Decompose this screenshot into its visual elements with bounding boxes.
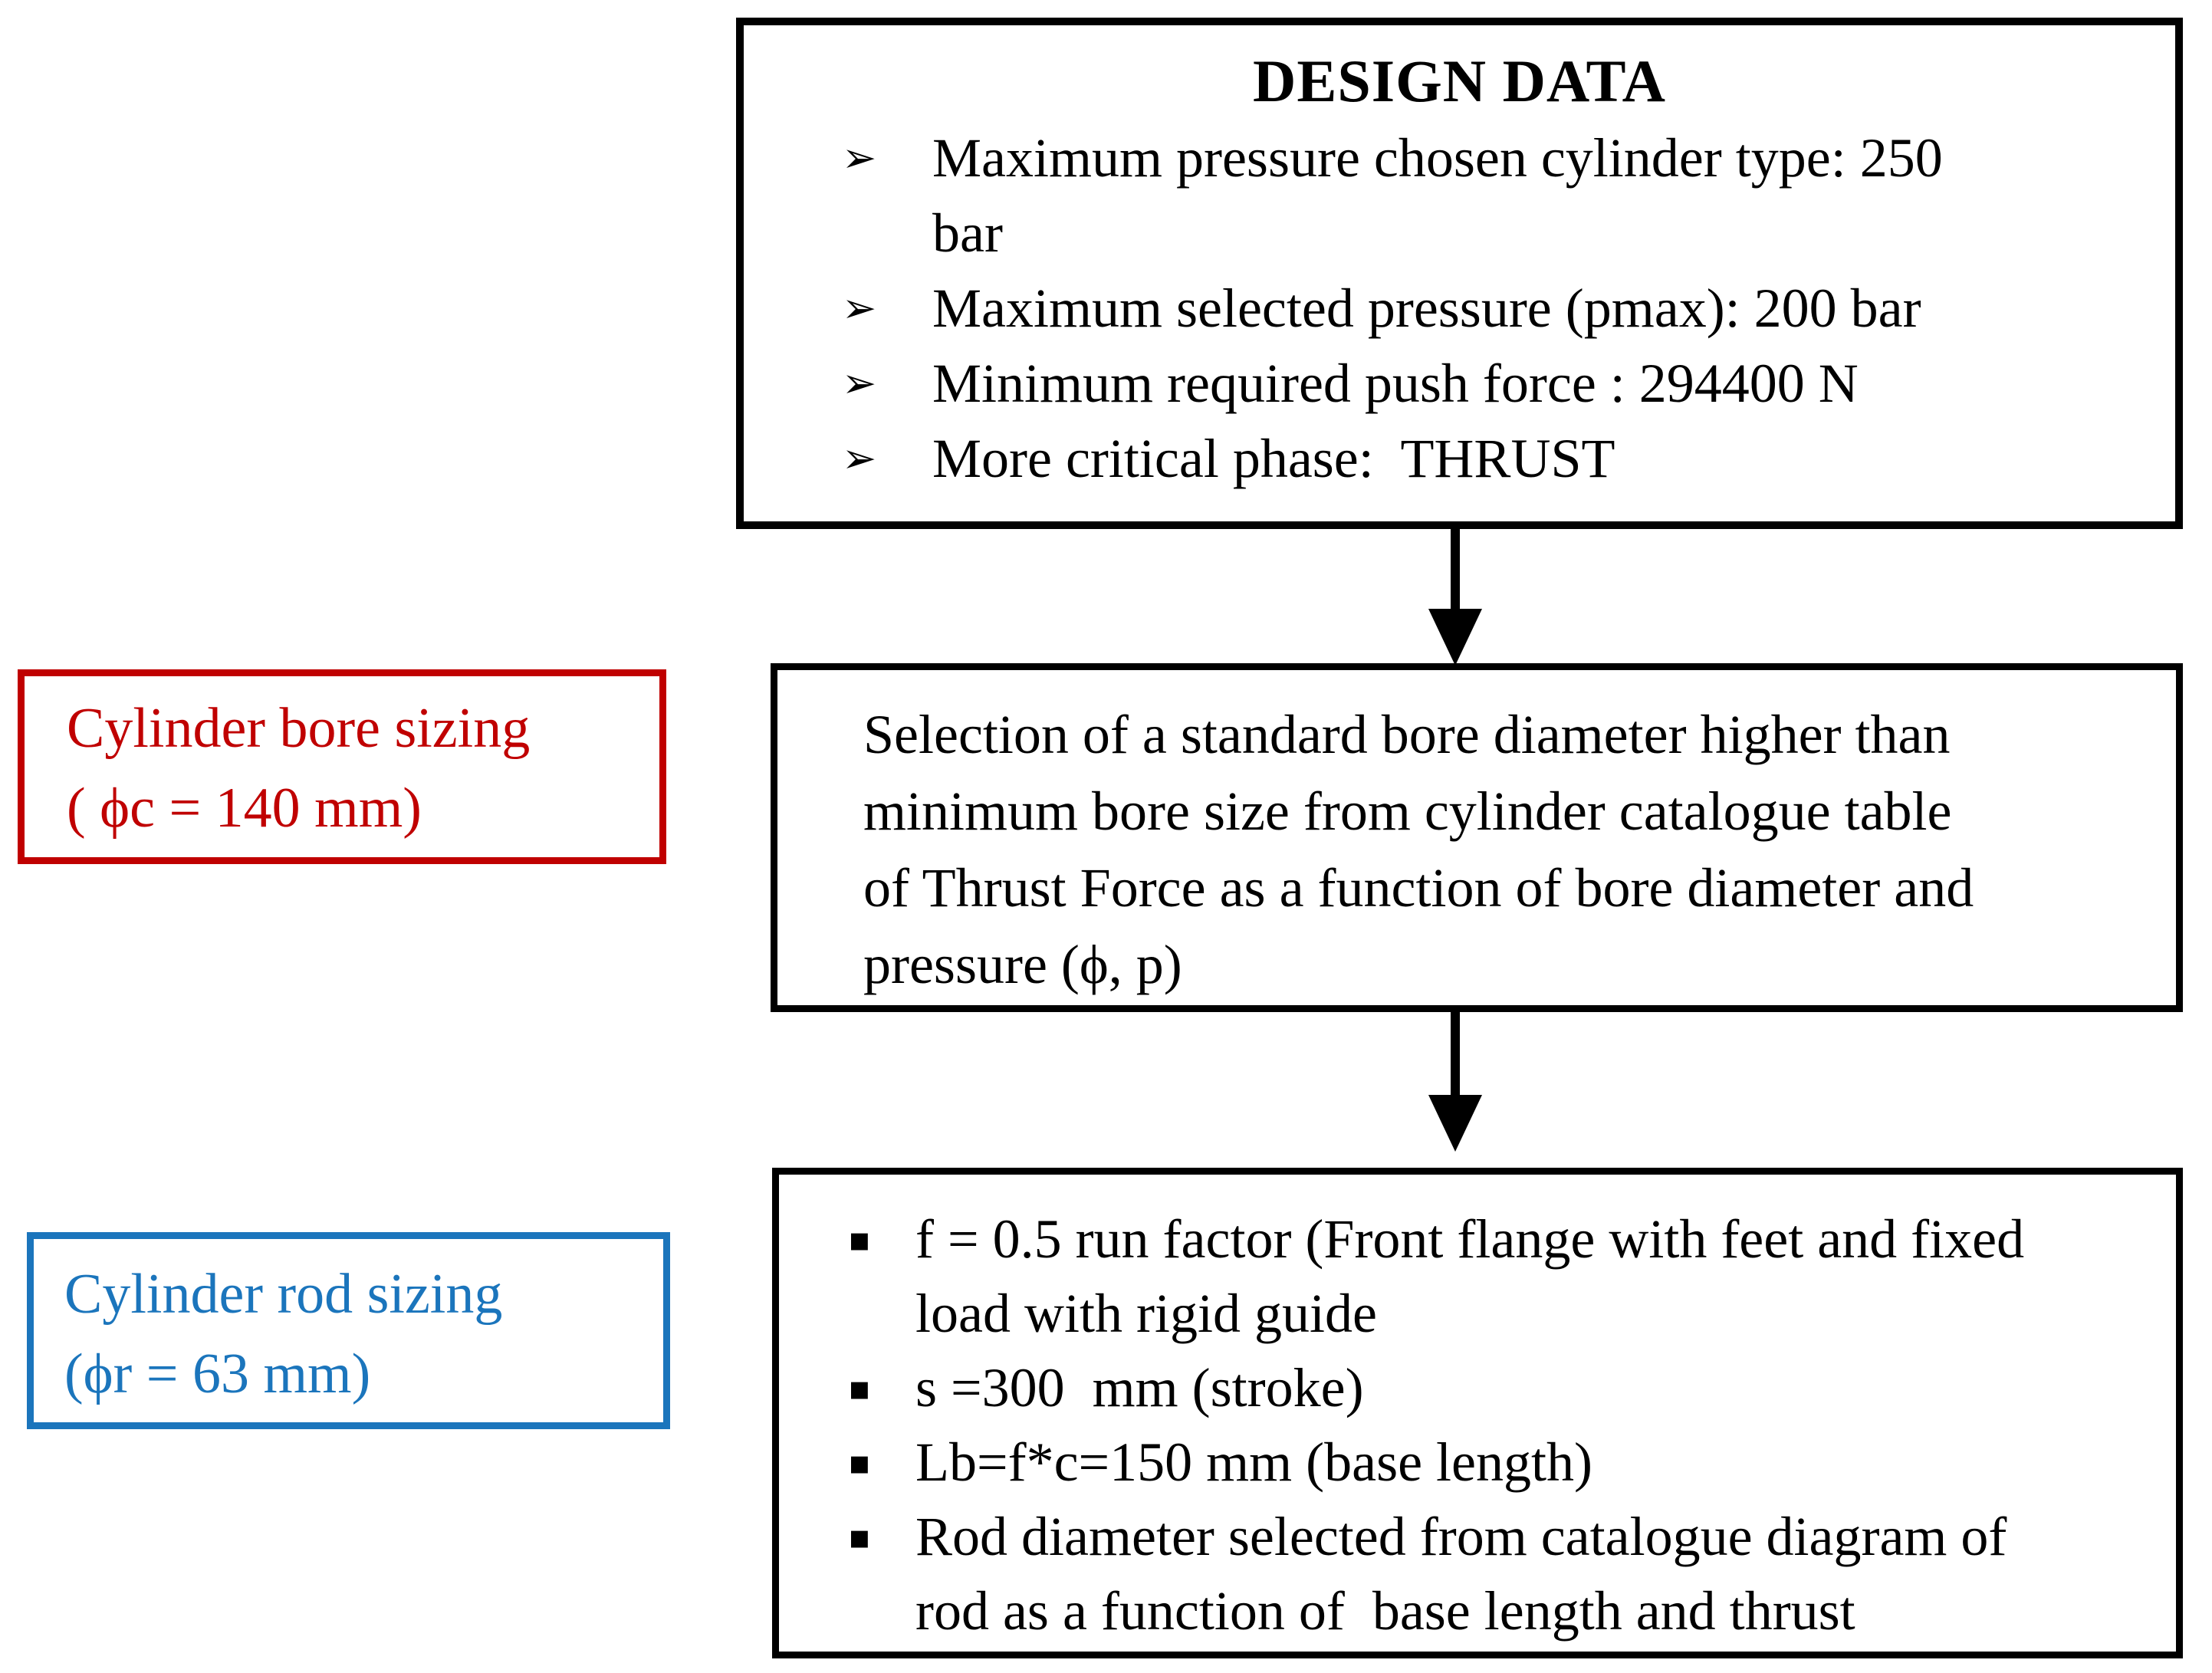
- design-data-item-text: Maximum pressure chosen cylinder type: 2…: [932, 120, 2152, 271]
- rod-sizing-data-box: ▪ f = 0.5 run factor (Front flange with …: [772, 1168, 2183, 1658]
- cylinder-rod-sizing-label-box: Cylinder rod sizing (ϕr = 63 mm): [27, 1232, 670, 1429]
- design-data-item-text: Minimum required push force : 294400 N: [932, 346, 2152, 421]
- down-arrow-2-shaft: [1451, 1009, 1460, 1098]
- text-line: ( ϕc = 140 mm): [67, 777, 422, 840]
- text-line: rod as a function of base length and thr…: [915, 1580, 1855, 1642]
- text-line: minimum bore size from cylinder catalogu…: [863, 781, 1952, 842]
- text-line: load with rigid guide: [915, 1283, 1377, 1344]
- cylinder-bore-sizing-label-text: Cylinder bore sizing ( ϕc = 140 mm): [67, 689, 652, 848]
- text-line: Cylinder bore sizing: [67, 697, 531, 760]
- design-data-item: ➢ Minimum required push force : 294400 N: [842, 346, 2152, 421]
- cylinder-bore-sizing-label-box: Cylinder bore sizing ( ϕc = 140 mm): [18, 669, 666, 864]
- design-data-item: ➢ More critical phase: THRUST: [842, 421, 2152, 496]
- arrow-bullet-icon: ➢: [842, 133, 877, 182]
- text-line: f = 0.5 run factor (Front flange with fe…: [915, 1208, 2025, 1270]
- rod-sizing-item: ▪ s =300 mm (stroke): [848, 1351, 2167, 1425]
- text-line: (ϕr = 63 mm): [64, 1343, 371, 1405]
- down-arrow-2-head: [1428, 1095, 1482, 1152]
- rod-sizing-item-text: Lb=f*c=150 mm (base length): [915, 1425, 2167, 1500]
- design-data-title: DESIGN DATA: [1252, 48, 1667, 114]
- down-arrow-1-shaft: [1451, 528, 1460, 612]
- rod-sizing-item: ▪ Lb=f*c=150 mm (base length): [848, 1425, 2167, 1500]
- rod-sizing-item-text: s =300 mm (stroke): [915, 1351, 2167, 1425]
- text-line: Rod diameter selected from catalogue dia…: [915, 1506, 2007, 1567]
- square-bullet-icon: ▪: [848, 1220, 871, 1259]
- down-arrow-1-head: [1428, 609, 1482, 666]
- square-bullet-icon: ▪: [848, 1517, 871, 1556]
- text-line: bar: [932, 202, 1003, 264]
- square-bullet-icon: ▪: [848, 1369, 871, 1408]
- text-line: of Thrust Force as a function of bore di…: [863, 857, 1974, 919]
- rod-sizing-item: ▪ Rod diameter selected from catalogue d…: [848, 1500, 2167, 1648]
- arrow-bullet-icon: ➢: [842, 284, 877, 332]
- arrow-bullet-icon: ➢: [842, 359, 877, 407]
- text-line: pressure (ϕ, p): [863, 934, 1182, 995]
- text-line: Lb=f*c=150 mm (base length): [915, 1431, 1592, 1493]
- bore-selection-box: Selection of a standard bore diameter hi…: [771, 663, 2183, 1012]
- cylinder-rod-sizing-label-text: Cylinder rod sizing (ϕr = 63 mm): [64, 1254, 656, 1414]
- design-data-item: ➢ Maximum selected pressure (pmax): 200 …: [842, 271, 2152, 346]
- text-line: Selection of a standard bore diameter hi…: [863, 704, 1951, 765]
- text-line: Cylinder rod sizing: [64, 1263, 503, 1326]
- text-line: Minimum required push force : 294400 N: [932, 353, 1859, 414]
- text-line: Maximum selected pressure (pmax): 200 ba…: [932, 278, 1921, 339]
- rod-sizing-item: ▪ f = 0.5 run factor (Front flange with …: [848, 1202, 2167, 1351]
- text-line: s =300 mm (stroke): [915, 1357, 1364, 1418]
- design-data-item: ➢ Maximum pressure chosen cylinder type:…: [842, 120, 2152, 271]
- rod-sizing-item-text: f = 0.5 run factor (Front flange with fe…: [915, 1202, 2167, 1351]
- design-data-item-text: Maximum selected pressure (pmax): 200 ba…: [932, 271, 2152, 346]
- arrow-bullet-icon: ➢: [842, 434, 877, 482]
- text-line: More critical phase: THRUST: [932, 428, 1615, 489]
- text-line: Maximum pressure chosen cylinder type: 2…: [932, 127, 1943, 189]
- rod-sizing-item-text: Rod diameter selected from catalogue dia…: [915, 1500, 2167, 1648]
- square-bullet-icon: ▪: [848, 1443, 871, 1482]
- design-data-item-text: More critical phase: THRUST: [932, 421, 2152, 496]
- bore-selection-text: Selection of a standard bore diameter hi…: [863, 696, 2162, 1003]
- design-data-box: DESIGN DATA ➢ Maximum pressure chosen cy…: [736, 18, 2183, 529]
